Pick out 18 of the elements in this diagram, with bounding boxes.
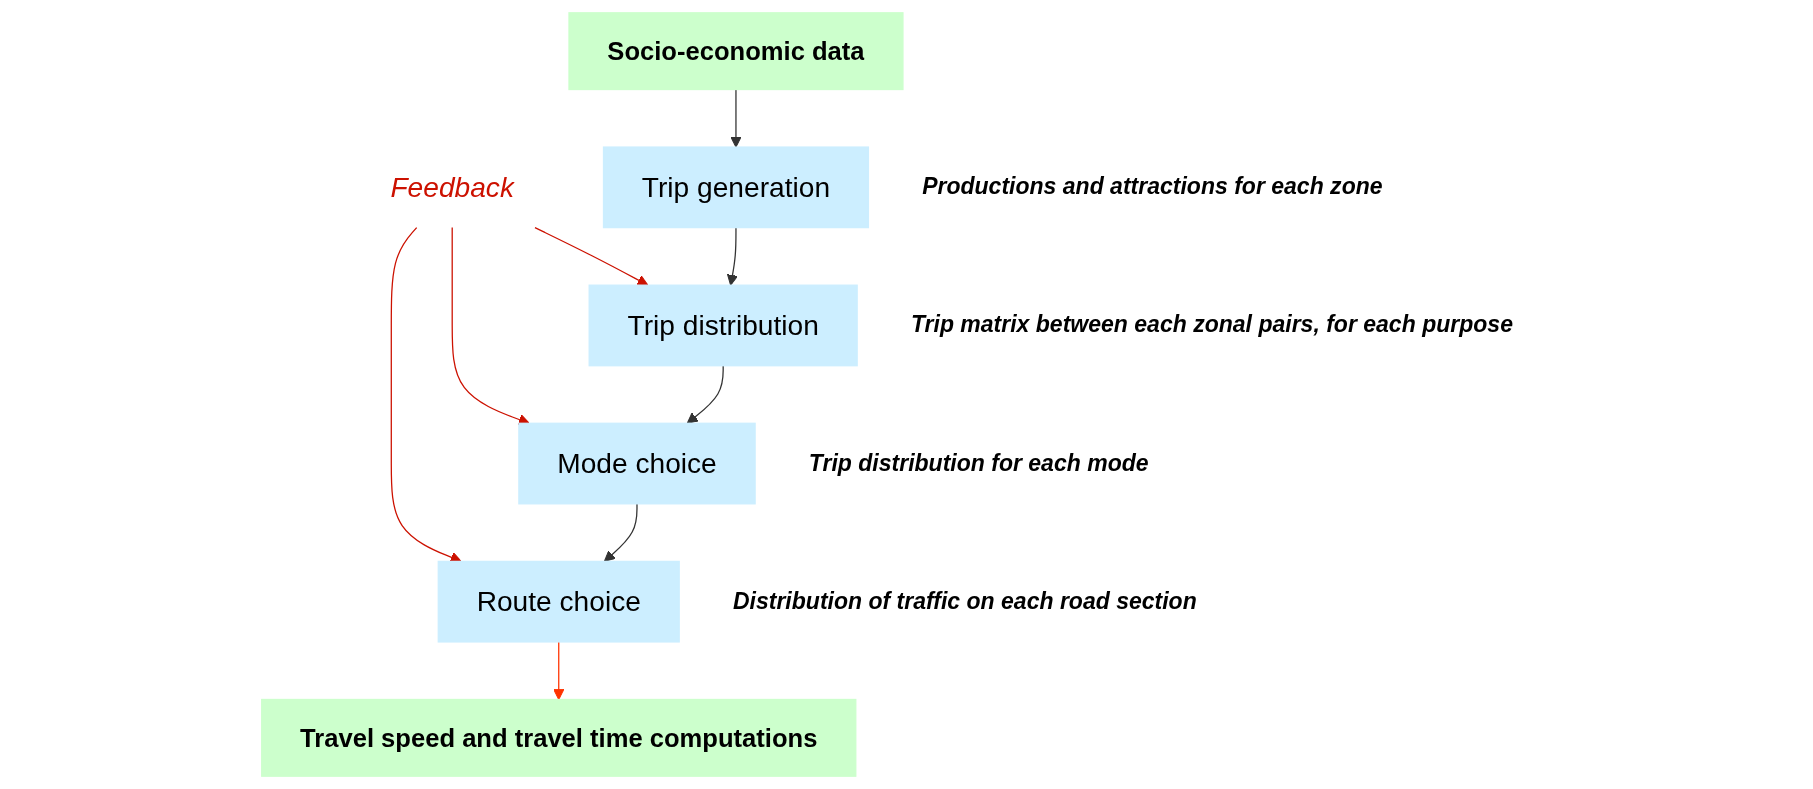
arrow xyxy=(451,227,530,425)
node-label: Trip matrix between each zonal pairs, for each purpose xyxy=(910,312,1513,338)
node-box: Mode choice xyxy=(518,422,756,505)
arrow xyxy=(686,365,724,424)
node-box: Route choice xyxy=(437,560,680,643)
arrow xyxy=(730,88,742,148)
arrow xyxy=(603,503,638,562)
node-box: Trip distribution xyxy=(588,284,858,367)
arrow xyxy=(553,641,565,700)
arrow xyxy=(534,227,649,286)
node-box: Socio-economic data xyxy=(568,12,904,91)
node-label: Distribution of traffic on each road section xyxy=(732,588,1197,614)
node-label: Trip distribution for each mode xyxy=(808,450,1149,476)
arrow xyxy=(726,227,739,286)
node-label: Productions and attractions for each zone xyxy=(922,173,1383,200)
node-box: Trip generation xyxy=(602,146,870,229)
node-box: Travel speed and travel time computations xyxy=(261,698,857,777)
arrow xyxy=(390,227,462,563)
